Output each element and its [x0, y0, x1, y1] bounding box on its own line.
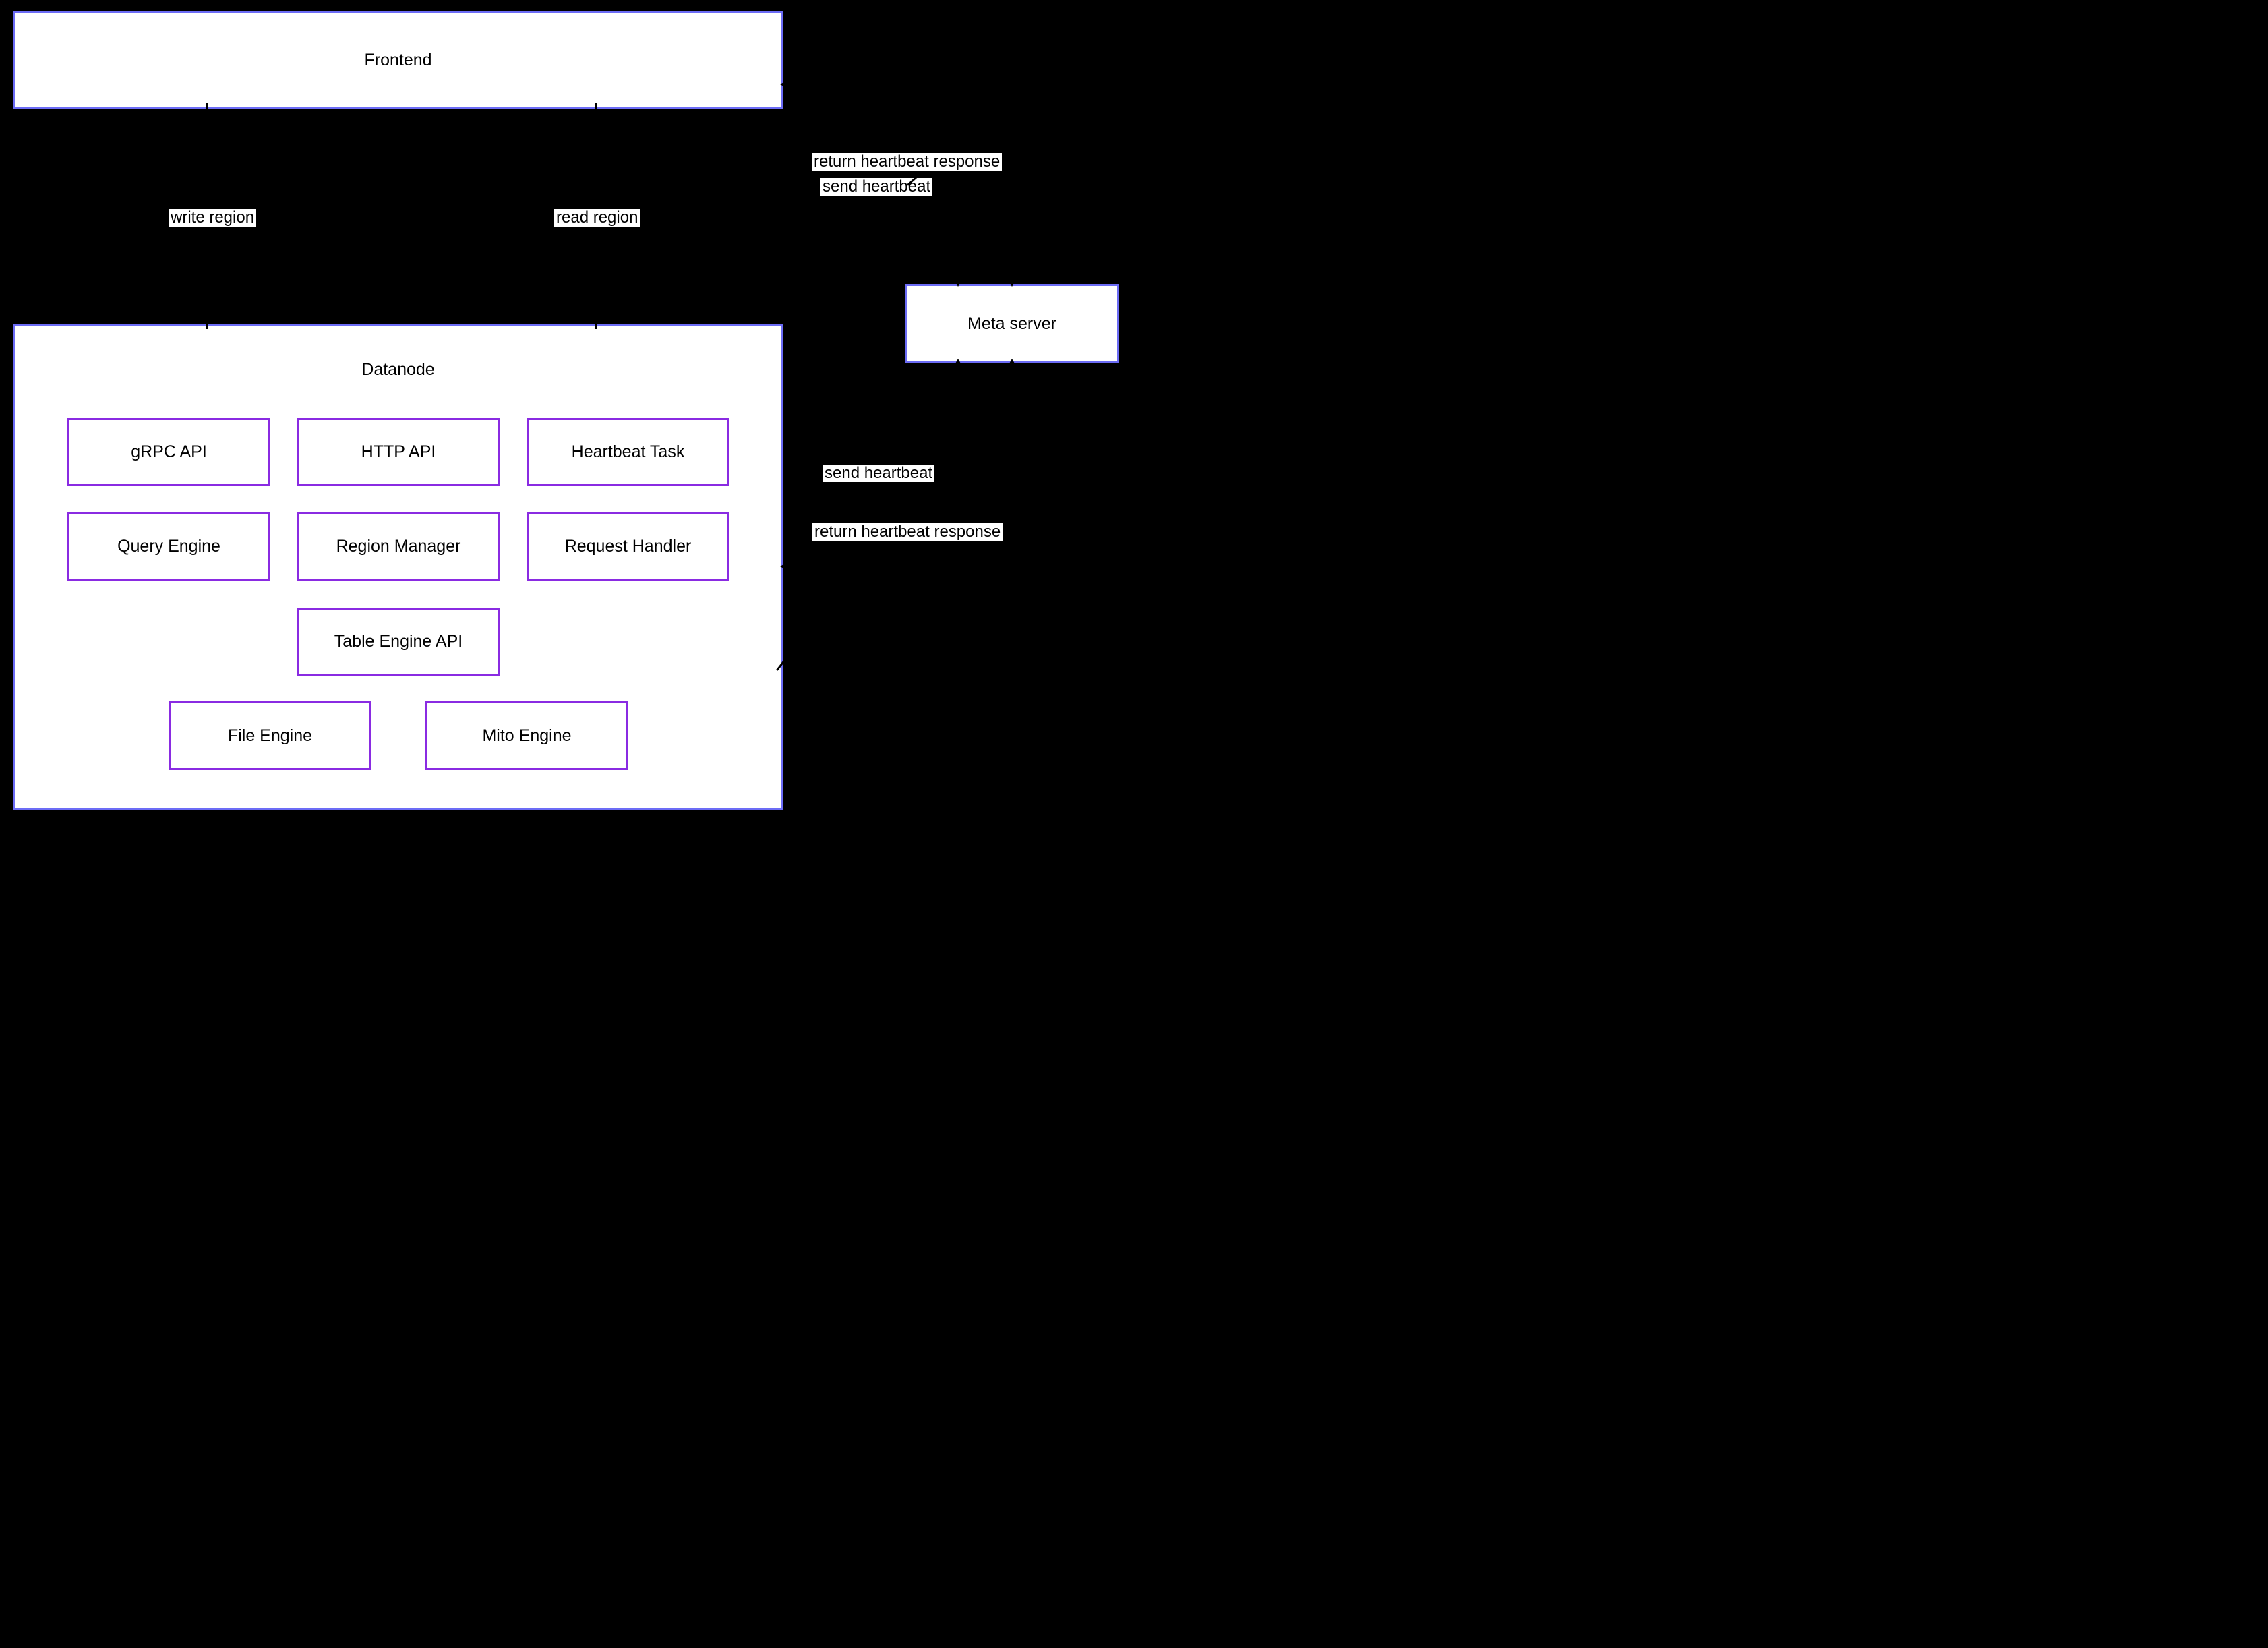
edge-label-read-region: read region — [554, 209, 640, 227]
read-region-arrow-tick-frontend — [595, 103, 597, 113]
component-request-handler-label: Request Handler — [564, 537, 692, 556]
component-query-engine-label: Query Engine — [117, 537, 220, 556]
component-heartbeat-task: Heartbeat Task — [527, 418, 729, 486]
component-http-api: HTTP API — [297, 418, 500, 486]
component-request-handler: Request Handler — [527, 512, 729, 581]
return-heartbeat-arrowhead-frontend — [780, 81, 786, 88]
return-heartbeat-arrowhead-datanode — [780, 563, 786, 570]
component-heartbeat-task-label: Heartbeat Task — [571, 442, 685, 461]
meta-server-node: Meta server — [905, 284, 1119, 363]
heartbeat-arrow-tick-meta-bottom-left — [955, 359, 961, 365]
architecture-diagram: Frontend Meta server Datanode gRPC API H… — [0, 0, 1134, 824]
frontend-node: Frontend — [13, 11, 783, 109]
heartbeat-arrow-tick-meta-bottom-right — [1009, 359, 1015, 365]
edge-label-send-heartbeat-top: send heartbeat — [820, 178, 933, 196]
read-region-arrow-tick-datanode — [595, 320, 597, 329]
frontend-node-label: Frontend — [364, 51, 432, 69]
heartbeat-arrow-tick-meta-top-left — [955, 281, 961, 287]
write-region-arrow-tick-datanode — [206, 320, 208, 329]
component-region-manager: Region Manager — [297, 512, 500, 581]
component-file-engine: File Engine — [169, 701, 371, 770]
component-region-manager-label: Region Manager — [336, 537, 461, 556]
edge-label-send-heartbeat-datanode: send heartbeat — [823, 465, 935, 482]
component-file-engine-label: File Engine — [227, 726, 313, 745]
component-mito-engine-label: Mito Engine — [482, 726, 572, 745]
component-table-engine-api-label: Table Engine API — [334, 632, 463, 651]
component-grpc-api-label: gRPC API — [131, 442, 207, 461]
component-table-engine-api: Table Engine API — [297, 608, 500, 676]
edge-label-return-heartbeat-response-datanode: return heartbeat response — [812, 523, 1003, 541]
heartbeat-arrow-tick-meta-top-right — [1009, 281, 1015, 287]
datanode-node: Datanode gRPC API HTTP API Heartbeat Tas… — [13, 324, 783, 810]
meta-server-node-label: Meta server — [967, 314, 1056, 333]
component-grpc-api: gRPC API — [67, 418, 270, 486]
edge-label-return-heartbeat-response-top: return heartbeat response — [812, 153, 1003, 171]
component-query-engine: Query Engine — [67, 512, 270, 581]
write-region-arrow-tick-frontend — [206, 103, 208, 113]
datanode-node-label: Datanode — [361, 360, 435, 379]
component-http-api-label: HTTP API — [361, 442, 436, 461]
component-mito-engine: Mito Engine — [425, 701, 628, 770]
edge-label-write-region: write region — [169, 209, 257, 227]
